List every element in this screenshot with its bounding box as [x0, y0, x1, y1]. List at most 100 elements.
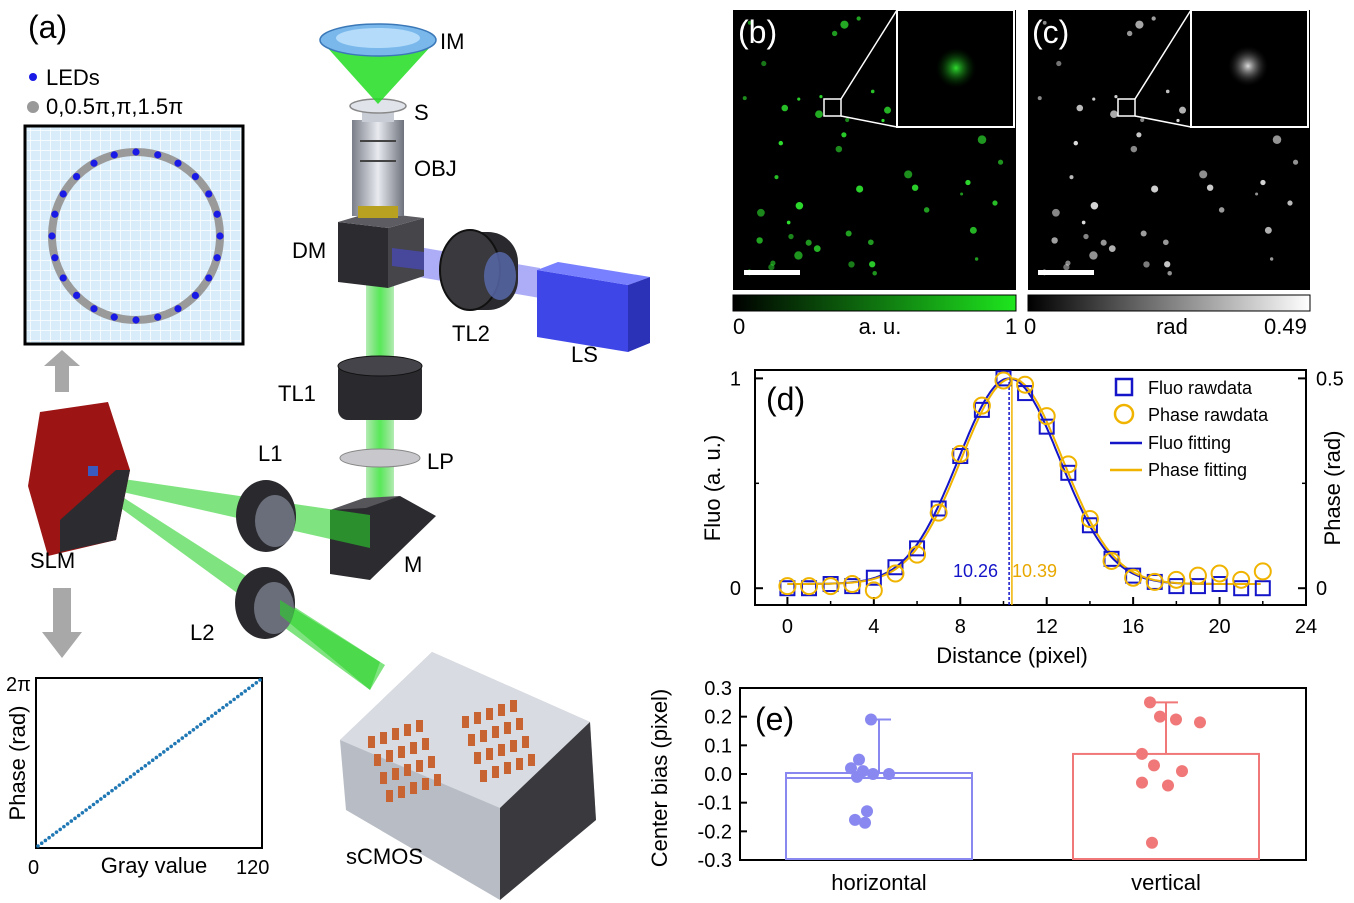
particle-spot [1260, 179, 1266, 186]
x-tick-label: 8 [955, 616, 966, 638]
bar [1072, 752, 1260, 861]
colorbar-c-unit: rad [1156, 314, 1188, 339]
particle-spot [1073, 140, 1079, 146]
particle-spot [1140, 230, 1147, 237]
phase-legend-marker [27, 101, 39, 113]
camera-fin [398, 746, 405, 758]
particle-spot [845, 230, 852, 237]
inset-point [76, 813, 81, 818]
data-point [849, 813, 861, 826]
particle-spot [1272, 135, 1282, 144]
inset-point [173, 741, 177, 746]
scmos-camera [280, 600, 596, 900]
tl2-glass [484, 252, 516, 300]
fluo-data-point [1168, 578, 1185, 595]
y-tick-label: 0.2 [704, 707, 732, 729]
particle-spot [1037, 96, 1042, 101]
phase-data-point [1080, 509, 1099, 528]
particle-spot [1199, 170, 1208, 179]
label-ls: LS [571, 342, 598, 367]
inset-point [150, 758, 155, 763]
particle-spot [797, 97, 801, 101]
inset-point [162, 750, 166, 754]
particle-spot [1114, 95, 1118, 99]
phase-data-point [908, 545, 927, 564]
data-point [861, 805, 873, 818]
slm-window [88, 466, 98, 476]
fluo-data-point [865, 569, 882, 586]
m-top [330, 496, 400, 510]
particle-spot [870, 89, 875, 94]
particle-spot [1110, 110, 1118, 119]
label-l2: L2 [190, 620, 214, 645]
inset-point [243, 689, 247, 693]
camera-fin [404, 764, 411, 776]
plot-d-legend: Fluo rawdata Phase rawdata Fluo fitting … [1110, 377, 1269, 480]
label-tl2: TL2 [452, 321, 490, 346]
camera-fin [462, 716, 469, 728]
y-tick-label: -0.1 [698, 793, 732, 815]
phase-data-point [1037, 407, 1056, 426]
phase-data-point [951, 444, 970, 463]
inset-point [184, 733, 188, 738]
particle-spot [815, 110, 823, 119]
data-point [1162, 779, 1174, 792]
legend-phase-raw: Phase rawdata [1148, 405, 1269, 425]
particle-spot [1126, 30, 1133, 37]
legend-phase-fit: Phase fitting [1148, 460, 1247, 480]
inset-point [136, 769, 140, 774]
category-horizontal: horizontal [831, 870, 926, 895]
obj-thread [358, 206, 398, 218]
particle-spot [1151, 185, 1159, 193]
phase-data-point [1145, 572, 1164, 591]
camera-fin [410, 782, 417, 794]
label-im: IM [440, 29, 464, 54]
particle-spot [742, 96, 747, 101]
camera-fin [516, 718, 523, 730]
led-dot [213, 210, 221, 218]
camera-fin [480, 770, 487, 782]
particle-spot [757, 208, 765, 217]
particle-spot [1292, 159, 1299, 165]
dm-beam [392, 248, 424, 270]
particle-spot [788, 233, 794, 240]
lens-l1 [236, 480, 296, 552]
led-dot [73, 291, 81, 299]
led-dot [205, 274, 213, 282]
led-dot [154, 151, 162, 159]
inset-point [121, 780, 125, 785]
fluo-data-point [1211, 576, 1228, 593]
inset-point [176, 739, 181, 743]
camera-fin [480, 730, 487, 742]
particle-spot [974, 257, 979, 261]
camera-fin [386, 790, 393, 802]
led-dot [59, 274, 67, 282]
phase-data-point [1167, 570, 1186, 589]
led-dot [90, 305, 98, 313]
particle-spot [867, 239, 874, 246]
particle-spot [1063, 264, 1070, 271]
led-legend: LEDs 0,0.5π,π,1.5π [27, 65, 183, 119]
colorbar-b [732, 294, 1017, 312]
inset-point [228, 700, 233, 704]
led-dot [48, 232, 56, 240]
inset-xlabel: Gray value [101, 853, 207, 878]
particle-spot [1130, 145, 1138, 153]
inset-x-max: 120 [236, 857, 269, 879]
panel-b-label: (b) [738, 14, 777, 50]
particle-spot [819, 95, 823, 99]
particle-spot [756, 237, 763, 244]
y-right-tick-label: 0.5 [1316, 368, 1344, 390]
camera-fin [392, 768, 399, 780]
data-point [1144, 696, 1156, 709]
inset-point [143, 763, 148, 768]
particle-spot [969, 226, 977, 234]
inset-point [239, 692, 244, 696]
fluo-data-point [1233, 580, 1250, 597]
particle-spot [1179, 106, 1187, 114]
phase-data-point [994, 371, 1013, 390]
particle-spot [1100, 239, 1107, 246]
particle-spot [848, 261, 855, 268]
camera-fin [374, 754, 381, 766]
inset-point [224, 703, 229, 707]
